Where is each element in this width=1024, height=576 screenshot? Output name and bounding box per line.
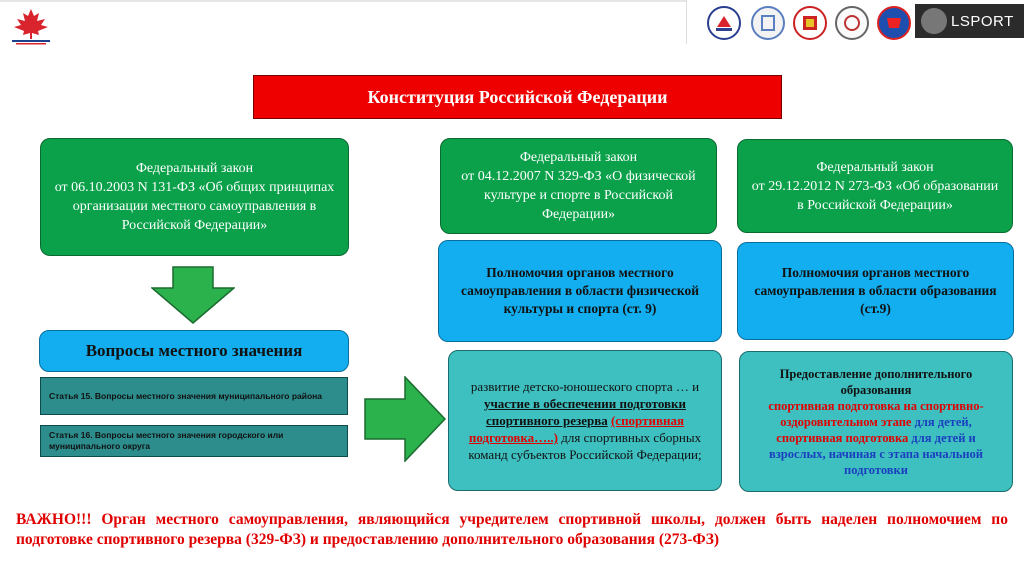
important-note: ВАЖНО!!! Орган местного самоуправления, … — [16, 511, 1008, 548]
law-329-heading: Федеральный закон — [519, 150, 638, 165]
sport-detail-outro: для спортивных сборных команд субъектов … — [468, 430, 702, 462]
partner-logos-strip: LSPORT — [686, 0, 1024, 44]
sport-detail-box: развитие детско-юношеского спорта … и уч… — [448, 350, 722, 491]
law-273-heading: Федеральный закон — [816, 159, 934, 175]
partner-logo-3 — [793, 6, 827, 40]
edu-detail-box: Предоставление дополнительного образован… — [739, 351, 1013, 492]
partner-logo-4 — [835, 6, 869, 40]
law-131-box: Федеральный закон от 06.10.2003 N 131-ФЗ… — [40, 138, 349, 256]
edu-detail-heading: Предоставление дополнительного образован… — [779, 366, 973, 397]
partner-logo-1 — [707, 6, 741, 40]
law-329-text: от 04.12.2007 N 329-ФЗ «О физической кул… — [461, 169, 696, 222]
right-arrow-icon — [364, 375, 447, 463]
law-131-heading: Федеральный закон — [135, 161, 254, 176]
law-329-box: Федеральный закон от 04.12.2007 N 329-ФЗ… — [440, 138, 717, 234]
sport-reserve-text: участие в обеспечении подготовки спортив… — [483, 396, 687, 428]
top-divider — [0, 0, 1024, 2]
edu-detail-sport-training-2: спортивная подготовка — [776, 430, 909, 445]
lsport-label: LSPORT — [951, 12, 1014, 30]
lsport-emblem-icon — [921, 8, 947, 34]
edu-detail-children: для детей, — [914, 414, 972, 429]
lsport-logo: LSPORT — [915, 4, 1024, 38]
sport-detail-intro: развитие детско-юношеского спорта … и — [470, 379, 700, 394]
article-16-box: Статья 16. Вопросы местного значения гор… — [40, 425, 348, 457]
law-131-text: от 06.10.2003 N 131-ФЗ «Об общих принцип… — [54, 180, 335, 233]
maple-leaf-logo-icon — [8, 6, 54, 46]
edu-detail-sport-training-1: спортивная подготовка на спортивно-оздор… — [768, 398, 984, 429]
partner-logo-5 — [877, 6, 911, 40]
down-arrow-icon — [149, 266, 237, 324]
article-15-box: Статья 15. Вопросы местного значения мун… — [40, 377, 348, 415]
constitution-title: Конституция Российской Федерации — [253, 75, 782, 119]
sport-training-text: (спортивная подготовка…..) — [468, 413, 685, 445]
law-273-text: от 29.12.2012 N 273-ФЗ «Об образовании в… — [751, 178, 999, 213]
powers-education-box: Полномочия органов местного самоуправлен… — [737, 242, 1014, 340]
partner-logo-2 — [751, 6, 785, 40]
edu-detail-adults: для детей и взрослых, начиная с этапа на… — [768, 430, 983, 477]
law-273-box: Федеральный закон от 29.12.2012 N 273-ФЗ… — [737, 139, 1013, 233]
local-issues-box: Вопросы местного значения — [39, 330, 349, 372]
powers-sport-box: Полномочия органов местного самоуправлен… — [438, 240, 722, 342]
